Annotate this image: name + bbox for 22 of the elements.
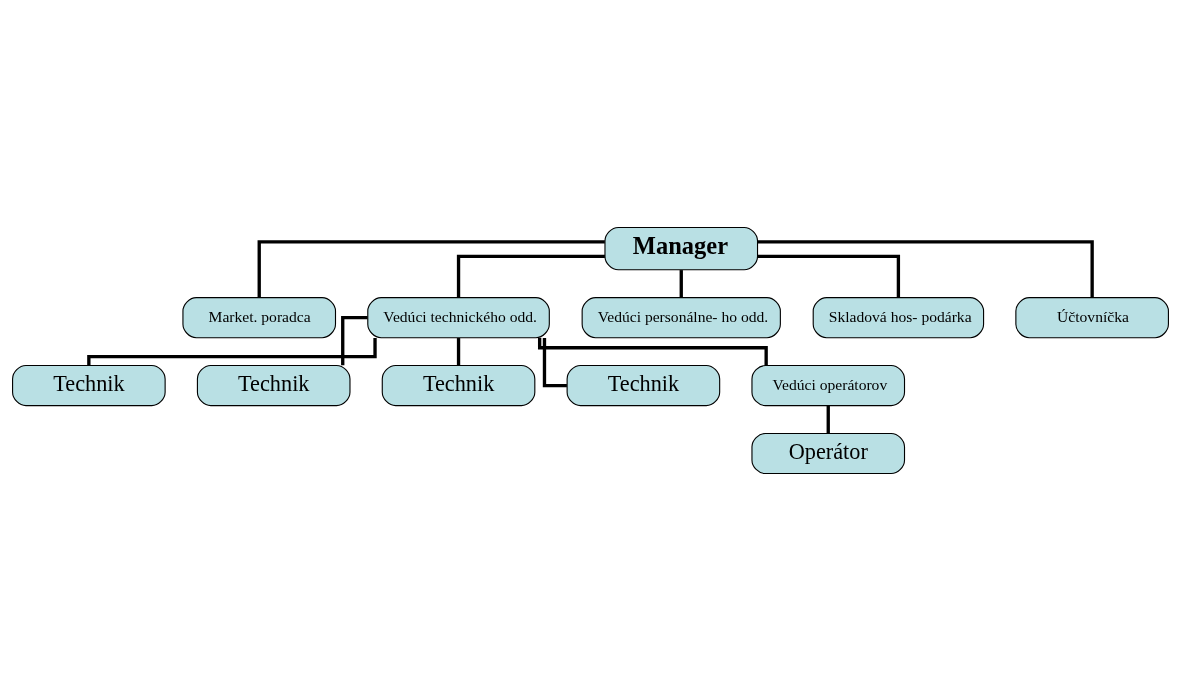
node-box: Technik bbox=[196, 364, 351, 406]
node-box: Manager bbox=[604, 226, 759, 270]
connector bbox=[456, 254, 605, 298]
connector bbox=[537, 337, 768, 365]
node-box: Market. poradca bbox=[182, 296, 337, 338]
node-box: Operátor bbox=[751, 432, 906, 474]
connector bbox=[456, 337, 461, 365]
node-box: Účtovníčka bbox=[1015, 296, 1169, 338]
connector bbox=[757, 239, 1094, 297]
node-box: Technik bbox=[381, 364, 536, 406]
connector bbox=[257, 239, 605, 297]
node-box: Technik bbox=[566, 364, 721, 406]
node-box: Skladová hos- podárka bbox=[812, 296, 985, 338]
connector bbox=[341, 315, 368, 365]
node-box: Vedúci operátorov bbox=[751, 364, 906, 406]
connector bbox=[679, 269, 683, 297]
connector bbox=[826, 405, 830, 433]
node-box: Vedúci personálne- ho odd. bbox=[581, 296, 781, 338]
node-box: Vedúci technického odd. bbox=[367, 296, 550, 338]
connector bbox=[757, 254, 901, 298]
node-box: Technik bbox=[12, 364, 166, 406]
connector bbox=[87, 337, 377, 365]
